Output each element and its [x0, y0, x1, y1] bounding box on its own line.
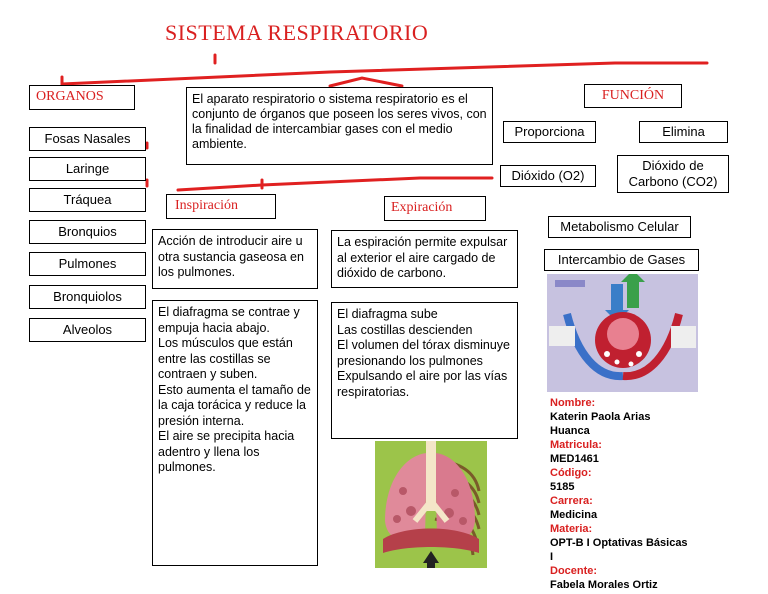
organ-item-alveolos: Alveolos: [29, 318, 146, 342]
nombre-label: Nombre:: [550, 397, 596, 409]
elimina-box: Elimina: [639, 121, 728, 143]
page-title: SISTEMA RESPIRATORIO: [165, 20, 429, 45]
dioxido-co2-box: Dióxido de Carbono (CO2): [617, 155, 729, 193]
organ-item-pulmones: Pulmones: [29, 252, 146, 276]
gas-exchange-illustration: [547, 270, 698, 392]
carrera-label: Carrera:: [550, 495, 593, 507]
expiracion-definition: La espiración permite expulsar al exteri…: [331, 230, 518, 288]
organ-item-bronquios: Bronquios: [29, 220, 146, 244]
nombre-value: Katerin Paola Arias Huanca: [550, 411, 651, 437]
definition-box: El aparato respiratorio o sistema respir…: [186, 87, 493, 165]
expiracion-process: El diafragma sube Las costillas desciend…: [331, 302, 518, 439]
materia-value: OPT-B I Optativas Básicas I: [550, 537, 688, 563]
organ-item-bronquiolos: Bronquiolos: [29, 285, 146, 309]
funcion-heading: FUNCIÓN: [584, 84, 682, 108]
inspiracion-definition: Acción de introducir aire u otra sustanc…: [152, 229, 318, 289]
materia-label: Materia:: [550, 523, 593, 535]
expiracion-heading: Expiración: [384, 196, 486, 221]
inspiracion-heading: Inspiración: [166, 194, 276, 219]
codigo-label: Código:: [550, 467, 592, 479]
dioxido-o2-box: Dióxido (O2): [500, 165, 596, 187]
intercambio-box: Intercambio de Gases: [544, 249, 699, 271]
inspiracion-process: El diafragma se contrae y empuja hacia a…: [152, 300, 318, 566]
matricula-label: Matricula:: [550, 439, 602, 451]
metabolismo-box: Metabolismo Celular: [548, 216, 691, 238]
carrera-value: Medicina: [550, 509, 598, 521]
organ-item-laringe: Laringe: [29, 157, 146, 181]
matricula-value: MED1461: [550, 453, 599, 465]
organ-item-fosas-nasales: Fosas Nasales: [29, 127, 146, 151]
organ-item-traquea: Tráquea: [29, 188, 146, 212]
proporciona-box: Proporciona: [503, 121, 596, 143]
organos-heading: ORGANOS: [29, 85, 135, 110]
docente-value: Fabela Morales Ortiz: [550, 579, 658, 591]
codigo-value: 5185: [550, 481, 575, 493]
docente-label: Docente:: [550, 565, 598, 577]
lungs-illustration: [375, 441, 487, 568]
student-info-card: Nombre: Katerin Paola Arias Huanca Matri…: [545, 392, 695, 591]
